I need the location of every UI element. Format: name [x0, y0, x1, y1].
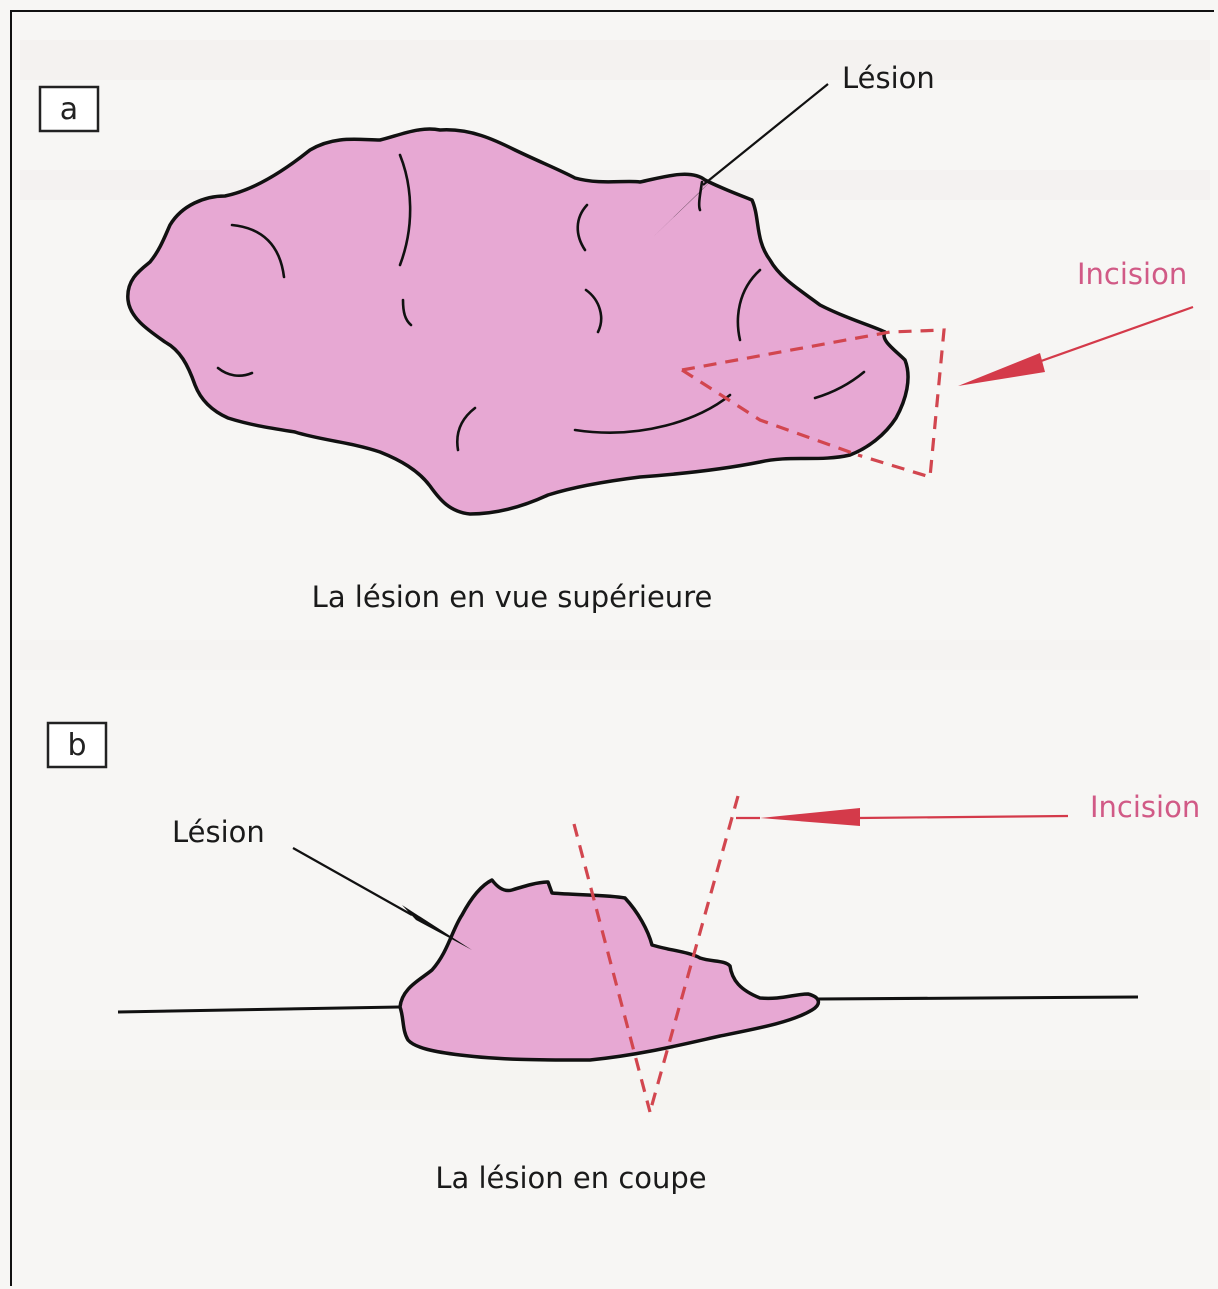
- panel-b-tag: b: [67, 728, 86, 763]
- incision-arrow-b: [736, 808, 1068, 826]
- lesion-label-b: Lésion: [172, 815, 265, 849]
- incision-label-b: Incision: [1090, 790, 1200, 824]
- incision-label-a: Incision: [1077, 257, 1187, 291]
- panel-a-tag: a: [60, 92, 78, 127]
- skin-surface-right: [818, 997, 1138, 999]
- panel-b: b Lésion Incision: [48, 723, 1200, 1195]
- caption-a: La lésion en vue supérieure: [312, 580, 713, 614]
- panel-a: a: [40, 61, 1193, 614]
- skin-surface-left: [118, 1007, 400, 1012]
- lesion-label-a: Lésion: [842, 61, 935, 95]
- lesion-cross-section: [400, 880, 818, 1060]
- lesion-leader-b: [293, 848, 472, 950]
- caption-b: La lésion en coupe: [435, 1161, 706, 1195]
